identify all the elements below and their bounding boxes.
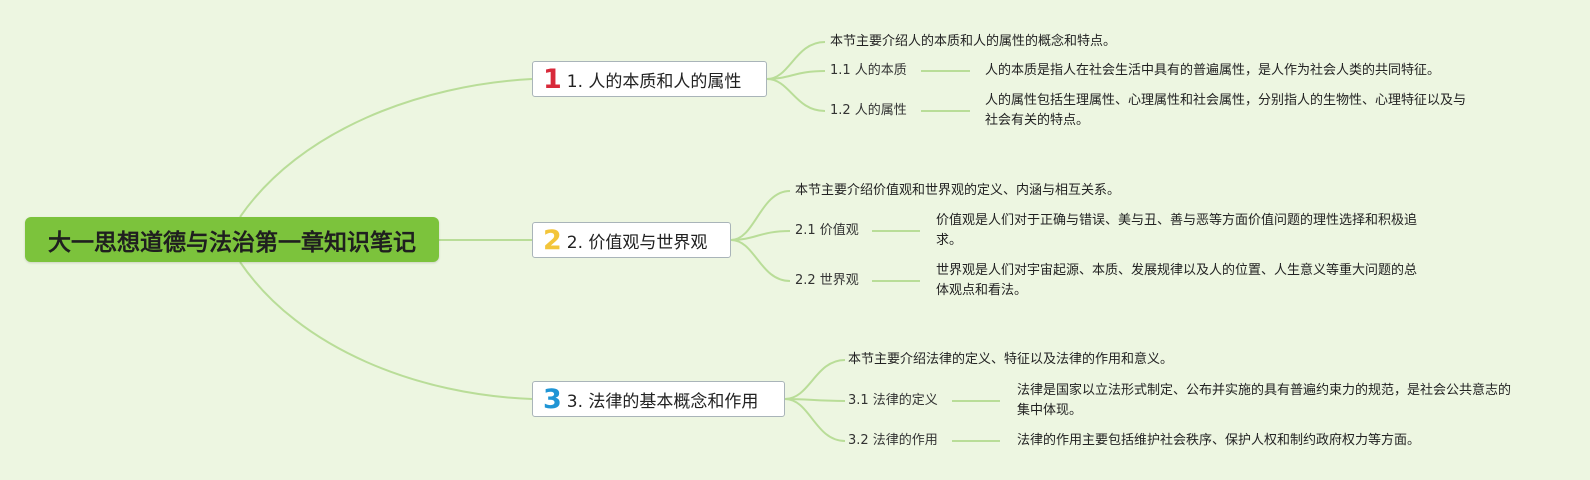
connector-b1-item2 [766, 78, 826, 112]
root-topic[interactable]: 大一思想道德与法治第一章知识笔记 [25, 217, 439, 262]
subtopic-2-1[interactable]: 2.1 价值观 [795, 223, 859, 238]
subtopic-1-1-desc[interactable]: 人的本质是指人在社会生活中具有的普遍属性，是人作为社会人类的共同特征。 [985, 63, 1441, 78]
number-1-icon: 1 [543, 63, 562, 95]
subtopic-2-2[interactable]: 2.2 世界观 [795, 273, 859, 288]
section-3-intro[interactable]: 本节主要介绍法律的定义、特征以及法律的作用和意义。 [848, 352, 1174, 367]
subtopic-2-2-desc[interactable]: 世界观是人们对宇宙起源、本质、发展规律以及人的位置、人生意义等重大问题的总体观点… [936, 263, 1418, 298]
connector-root-branch-3 [239, 261, 533, 400]
root-title: 大一思想道德与法治第一章知识笔记 [48, 229, 416, 256]
connector-b3-item2 [784, 398, 846, 442]
branch-topic-2[interactable]: 2 2. 价值观与世界观 [532, 222, 731, 258]
subtopic-3-1[interactable]: 3.1 法律的定义 [848, 393, 938, 408]
subtopic-1-2-desc[interactable]: 人的属性包括生理属性、心理属性和社会属性，分别指人的生物性、心理特征以及与社会有… [985, 93, 1467, 128]
branch-topic-3[interactable]: 3 3. 法律的基本概念和作用 [532, 381, 785, 417]
branch-label-3: 3. 法律的基本概念和作用 [566, 391, 759, 412]
subtopic-2-1-desc[interactable]: 价值观是人们对于正确与错误、美与丑、善与恶等方面价值问题的理性选择和积极追求。 [936, 213, 1418, 248]
connector-root-branch-1 [239, 78, 533, 218]
branch-label-1: 1. 人的本质和人的属性 [566, 71, 742, 92]
subtopic-3-1-desc[interactable]: 法律是国家以立法形式制定、公布并实施的具有普遍约束力的规范，是社会公共意志的集中… [1017, 383, 1512, 418]
subtopic-3-2[interactable]: 3.2 法律的作用 [848, 433, 938, 448]
section-2-intro[interactable]: 本节主要介绍价值观和世界观的定义、内涵与相互关系。 [795, 183, 1121, 198]
number-3-icon: 3 [543, 383, 562, 415]
connector-b2-item2 [730, 239, 791, 282]
subtopic-1-2[interactable]: 1.2 人的属性 [830, 103, 907, 118]
connector-b1-item1 [766, 70, 826, 80]
subtopic-1-1[interactable]: 1.1 人的本质 [830, 63, 907, 78]
subtopic-3-2-desc[interactable]: 法律的作用主要包括维护社会秩序、保护人权和制约政府权力等方面。 [1017, 433, 1421, 448]
branch-label-2: 2. 价值观与世界观 [566, 232, 708, 253]
connector-b2-intro [730, 190, 791, 241]
section-1-intro[interactable]: 本节主要介绍人的本质和人的属性的概念和特点。 [830, 34, 1117, 49]
connector-b3-intro [784, 359, 846, 400]
number-2-icon: 2 [543, 224, 562, 256]
branch-topic-1[interactable]: 1 1. 人的本质和人的属性 [532, 61, 767, 97]
connector-b2-item1 [730, 230, 791, 241]
